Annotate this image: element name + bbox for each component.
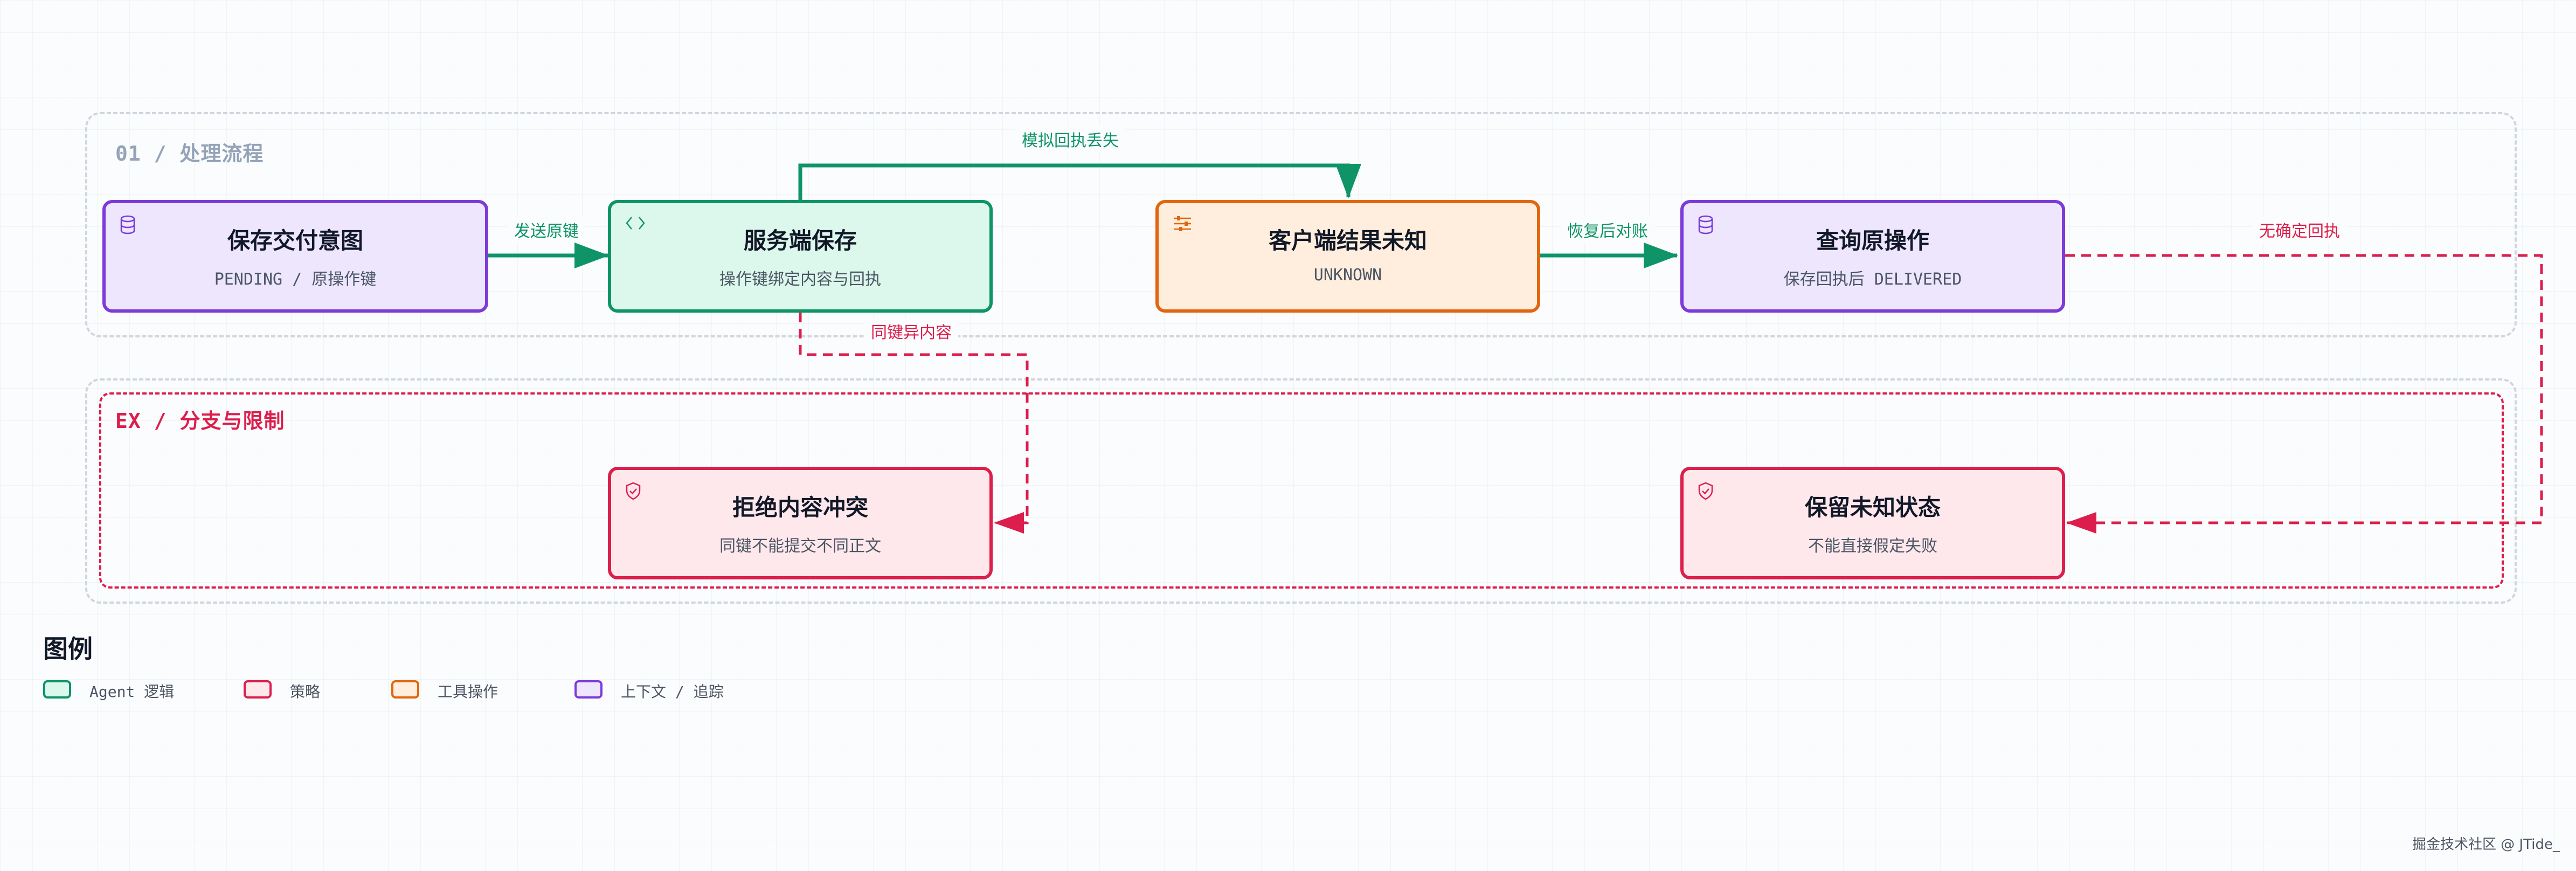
node-title: 保留未知状态 bbox=[1804, 494, 1941, 521]
node-subtitle: 同键不能提交不同正文 bbox=[719, 537, 881, 556]
node-title: 服务端保存 bbox=[743, 227, 857, 254]
edge-label-no-receipt: 无确定回执 bbox=[2253, 217, 2346, 243]
legend-swatch-context bbox=[574, 680, 603, 699]
node-title: 拒绝内容冲突 bbox=[732, 494, 868, 521]
main-lane-title: 01 / 处理流程 bbox=[115, 142, 264, 165]
exception-inner-frame bbox=[99, 392, 2504, 589]
node-subtitle: 保存回执后 DELIVERED bbox=[1783, 270, 1962, 289]
legend-label: 上下文 / 追踪 bbox=[621, 683, 724, 701]
node-title: 查询原操作 bbox=[1816, 227, 1929, 254]
node-subtitle: 操作键绑定内容与回执 bbox=[719, 270, 881, 289]
legend-label: 策略 bbox=[290, 683, 321, 701]
sliders-icon bbox=[1174, 216, 1191, 231]
node-subtitle: 不能直接假定失败 bbox=[1808, 537, 1937, 556]
legend-swatch-agent bbox=[43, 680, 71, 699]
exception-outer-lane bbox=[85, 378, 2517, 604]
edge-label-lost-receipt: 模拟回执丢失 bbox=[1015, 126, 1125, 152]
edge-label-send-key: 发送原键 bbox=[508, 217, 585, 243]
database-icon bbox=[120, 215, 135, 234]
legend-swatch-tool bbox=[391, 680, 419, 699]
node-server-save[interactable]: 服务端保存 操作键绑定内容与回执 bbox=[608, 200, 993, 313]
node-title: 保存交付意图 bbox=[227, 227, 363, 254]
code-brackets-icon bbox=[626, 217, 645, 230]
shield-check-icon bbox=[626, 482, 641, 500]
shield-check-icon bbox=[1698, 482, 1713, 500]
edge-no-receipt bbox=[2065, 254, 2543, 534]
node-keep-unknown[interactable]: 保留未知状态 不能直接假定失败 bbox=[1680, 467, 2065, 579]
legend-label: Agent 逻辑 bbox=[89, 683, 175, 701]
watermark: 掘金技术社区 @ JTide_ bbox=[2412, 837, 2560, 853]
legend-swatch-policy bbox=[244, 680, 272, 699]
node-query-original[interactable]: 查询原操作 保存回执后 DELIVERED bbox=[1680, 200, 2065, 313]
legend-label: 工具操作 bbox=[438, 683, 498, 701]
edge-label-same-key-diff: 同键异内容 bbox=[864, 318, 958, 344]
node-title: 客户端结果未知 bbox=[1268, 227, 1427, 254]
edge-label-reconcile: 恢复后对账 bbox=[1561, 217, 1654, 243]
legend-title: 图例 bbox=[43, 634, 93, 663]
edge-lost-receipt bbox=[798, 163, 1361, 200]
node-reject-conflict[interactable]: 拒绝内容冲突 同键不能提交不同正文 bbox=[608, 467, 993, 579]
node-subtitle: PENDING / 原操作键 bbox=[214, 270, 377, 289]
node-client-unknown[interactable]: 客户端结果未知 UNKNOWN bbox=[1155, 200, 1540, 313]
exception-lane-title: EX / 分支与限制 bbox=[115, 409, 285, 433]
node-subtitle: UNKNOWN bbox=[1313, 266, 1382, 285]
main-flow-lane bbox=[85, 112, 2517, 337]
node-save-intent[interactable]: 保存交付意图 PENDING / 原操作键 bbox=[102, 200, 488, 313]
database-icon bbox=[1698, 215, 1713, 234]
